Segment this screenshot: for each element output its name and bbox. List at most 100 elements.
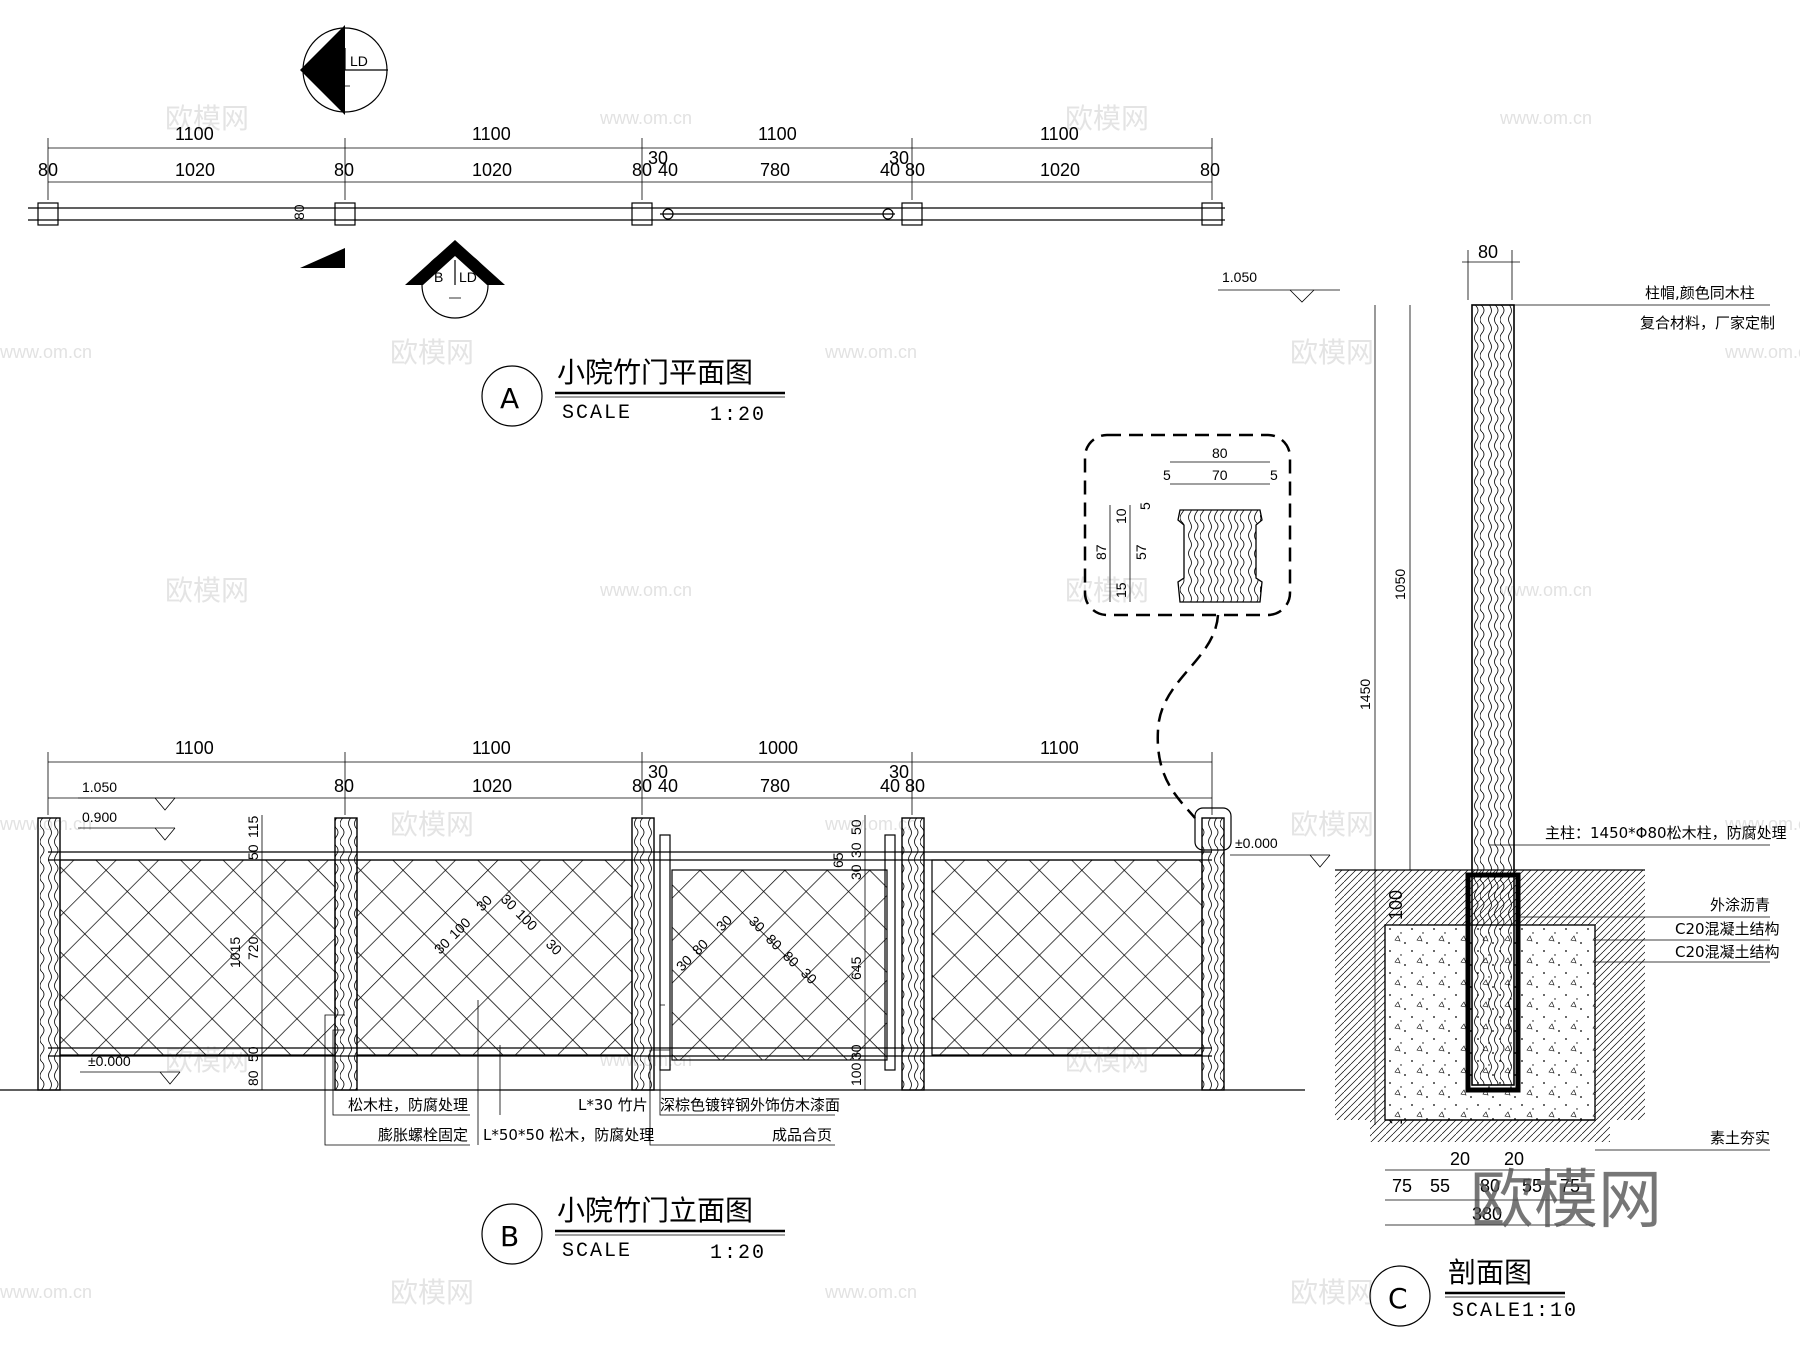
dim-text: 30 bbox=[648, 762, 668, 782]
dim-text: 1100 bbox=[1040, 124, 1079, 144]
dim-text: 30 bbox=[889, 762, 909, 782]
elevation-title: 小院竹门立面图 bbox=[557, 1194, 753, 1227]
detail-w-total: 80 bbox=[1212, 445, 1228, 461]
watermark-brand: 欧模网 bbox=[390, 808, 474, 841]
watermark-url: www.om.cn bbox=[599, 108, 692, 128]
section-h-above: 1050 bbox=[1392, 569, 1408, 600]
dim-text: 80 bbox=[632, 160, 652, 180]
vdim: 65 bbox=[830, 852, 846, 868]
section-h-total: 1450 bbox=[1357, 679, 1373, 710]
dim-text: 1100 bbox=[175, 738, 214, 758]
detail-w-inner: 70 bbox=[1212, 467, 1228, 483]
watermarks: 欧模网 www.om.cn 欧模网 www.om.cn www.om.cn 欧模… bbox=[0, 102, 1800, 1309]
watermark-brand: 欧模网 bbox=[390, 1276, 474, 1309]
dim-text: 1020 bbox=[472, 776, 512, 796]
watermark-brand: 欧模网 bbox=[1065, 102, 1149, 135]
watermark-brand: 欧模网 bbox=[1065, 574, 1149, 607]
section-top-width: 80 bbox=[1478, 242, 1498, 262]
level-0000: ±0.000 bbox=[88, 1053, 131, 1069]
section-marker-b: B LD bbox=[405, 240, 505, 319]
svg-text:LD: LD bbox=[350, 53, 368, 69]
vdim: 50 bbox=[848, 819, 864, 835]
section-bottom-total: 380 bbox=[1472, 1204, 1502, 1224]
dim-text: 80 bbox=[291, 204, 307, 220]
section-bottom-dim: 55 bbox=[1430, 1176, 1450, 1196]
vdim: 720 bbox=[245, 936, 261, 960]
dim-text: 1100 bbox=[1040, 738, 1079, 758]
brand-watermark: 欧模网 bbox=[1470, 1164, 1662, 1238]
elevation-label: B bbox=[500, 1220, 519, 1253]
dim-text: 1100 bbox=[175, 124, 214, 144]
watermark-brand: 欧模网 bbox=[390, 336, 474, 369]
note-post: 松木柱，防腐处理 bbox=[348, 1096, 468, 1114]
vdim: 100 bbox=[848, 1062, 864, 1086]
dim-text: 780 bbox=[760, 776, 790, 796]
vdim: 1015 bbox=[227, 937, 243, 968]
section-bottom-dim: 55 bbox=[1522, 1176, 1542, 1196]
detail-w-left: 5 bbox=[1163, 467, 1171, 483]
dim-text: 40 bbox=[658, 160, 678, 180]
vdim: 30 bbox=[848, 1044, 864, 1060]
note-bamboo: L*30 竹片 bbox=[578, 1096, 648, 1114]
dim-text: 40 bbox=[880, 160, 900, 180]
cap-detail: 80 70 5 5 87 5 10 57 15 bbox=[1083, 433, 1292, 819]
section-marker-c: C LD bbox=[300, 25, 388, 268]
dim-text: 30 bbox=[889, 148, 909, 168]
dim-text: 80 bbox=[632, 776, 652, 796]
watermark-url: www.om.cn bbox=[824, 814, 917, 834]
detail-h-part: 57 bbox=[1133, 544, 1149, 560]
section-bottom-dim: 80 bbox=[1480, 1176, 1500, 1196]
section-scale-word: SCALE bbox=[1452, 1300, 1522, 1323]
elevation-view: 1100 1100 1000 1100 80 1020 80 30 40 780… bbox=[0, 738, 1331, 1265]
level-1050: 1.050 bbox=[82, 779, 117, 795]
dim-text: 1100 bbox=[758, 124, 797, 144]
dim-text: 80 bbox=[38, 160, 58, 180]
watermark-brand: 欧模网 bbox=[165, 574, 249, 607]
plan-label: A bbox=[500, 382, 519, 415]
dim-text: 80 bbox=[1200, 160, 1220, 180]
svg-text:LD: LD bbox=[459, 269, 477, 285]
section-scale-value: 1:10 bbox=[1522, 1300, 1578, 1323]
plan-title: 小院竹门平面图 bbox=[557, 356, 753, 389]
vdim: 30 bbox=[848, 864, 864, 880]
detail-h-total: 87 bbox=[1093, 544, 1109, 560]
note-main-post: 主柱：1450*Φ80松木柱，防腐处理 bbox=[1545, 824, 1787, 842]
watermark-url: www.om.cn bbox=[1724, 814, 1800, 834]
dim-text: 1020 bbox=[472, 160, 512, 180]
watermark-url: www.om.cn bbox=[1499, 108, 1592, 128]
svg-text:B: B bbox=[434, 269, 443, 285]
dim-text: 80 bbox=[905, 160, 925, 180]
dim-text: 1000 bbox=[758, 738, 798, 758]
watermark-brand: 欧模网 bbox=[1290, 808, 1374, 841]
dim-text: 1020 bbox=[1040, 160, 1080, 180]
elevation-scale-value: 1:20 bbox=[710, 1242, 766, 1265]
vdim: 645 bbox=[848, 956, 864, 980]
watermark-url: www.om.cn bbox=[824, 342, 917, 362]
note-soil: 素土夯实 bbox=[1710, 1129, 1770, 1147]
watermark-url: www.om.cn bbox=[0, 342, 92, 362]
level-right: ±0.000 bbox=[1235, 835, 1278, 851]
plan-title-block: A 小院竹门平面图 SCALE 1:20 bbox=[481, 356, 785, 427]
dim-text: 30 bbox=[648, 148, 668, 168]
note-bolt: 膨胀螺栓固定 bbox=[378, 1126, 468, 1144]
watermark-brand: 欧模网 bbox=[1290, 336, 1374, 369]
dim-text: 80 bbox=[905, 776, 925, 796]
dim-text: 80 bbox=[334, 776, 354, 796]
note-cap: 柱帽,颜色同木柱 bbox=[1645, 284, 1755, 302]
section-bottom-dim: 75 bbox=[1560, 1176, 1580, 1196]
lattice-dims-2: 30 80 30 30 80 80 30 bbox=[673, 912, 821, 988]
detail-w-right: 5 bbox=[1270, 467, 1278, 483]
watermark-brand: 欧模网 bbox=[1290, 1276, 1374, 1309]
section-level: 1.050 bbox=[1222, 269, 1257, 285]
level-0900: 0.900 bbox=[82, 809, 117, 825]
section-view: 80 1.050 1450 1050 100 300 100 20 20 75 … bbox=[1218, 242, 1787, 1327]
section-bottom-dim: 20 bbox=[1450, 1149, 1470, 1169]
note-c20-2: C20混凝土结构 bbox=[1675, 943, 1780, 961]
vdim: 50 bbox=[245, 1046, 261, 1062]
note-timber: L*50*50 松木，防腐处理 bbox=[483, 1126, 654, 1144]
dim-text: 40 bbox=[880, 776, 900, 796]
plan-view: 1100 1100 1100 1100 80 1020 80 1020 80 3… bbox=[28, 25, 1225, 427]
vdim: 80 bbox=[245, 1070, 261, 1086]
section-title-block: C 剖面图 SCALE 1:10 bbox=[1369, 1256, 1578, 1327]
